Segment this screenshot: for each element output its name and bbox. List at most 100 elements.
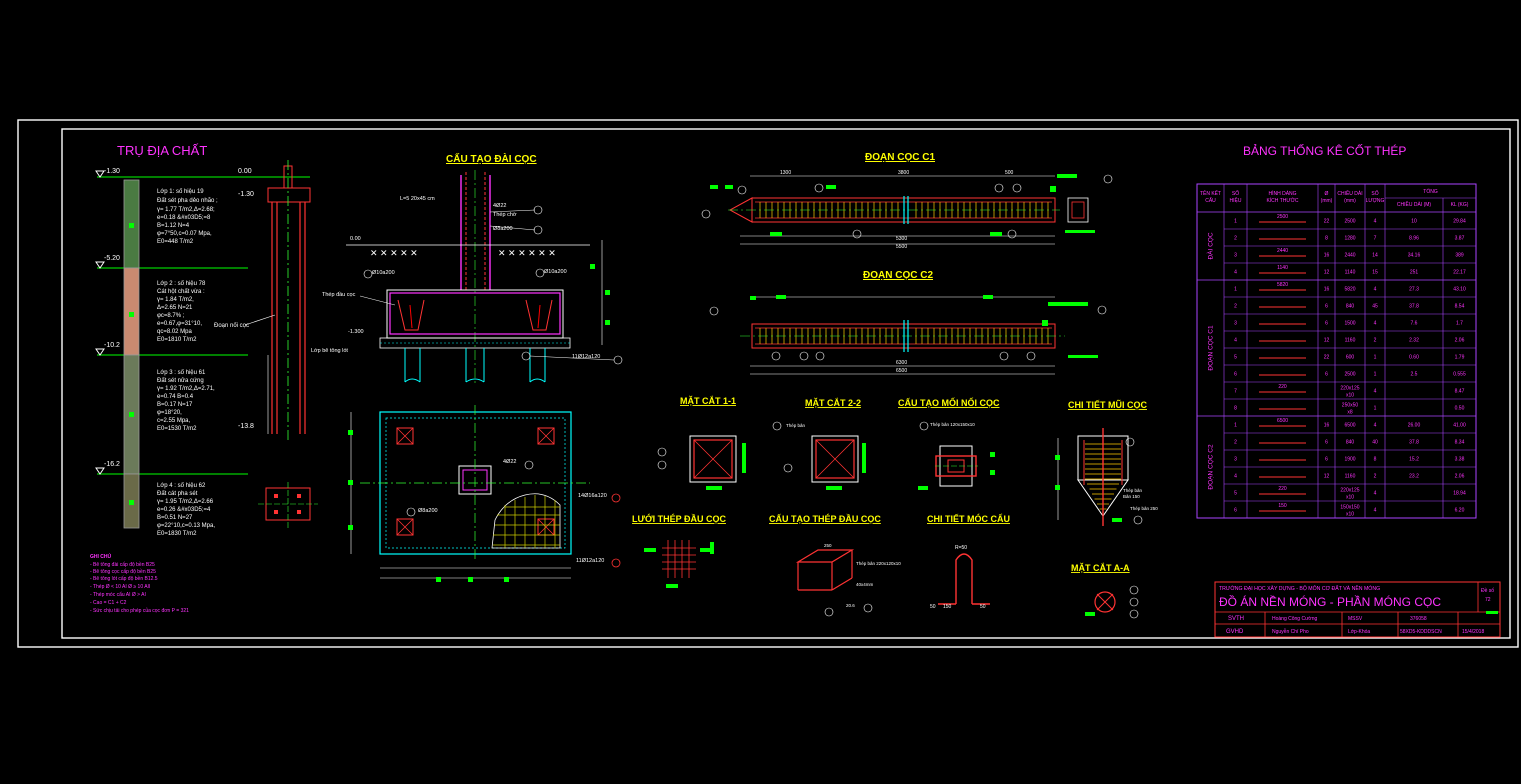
hook-title: CHI TIẾT MÓC CẨU [927, 513, 1010, 524]
note-6: - Sức chịu tải cho phép của cọc đơn P = … [90, 607, 189, 614]
layer1-l4: B=1.12 N=4 [157, 223, 190, 229]
td-dia: 8 [1325, 236, 1328, 242]
td-shape: 2500 [1277, 214, 1288, 220]
td-no: 4 [1234, 474, 1237, 480]
td-tlen: 37.8 [1409, 304, 1419, 310]
td-len: 1280 [1344, 236, 1355, 242]
hook-c: 50 [980, 604, 986, 610]
layer4-l2: γ= 1.95 T/m2,Δ=2.66 [157, 499, 214, 505]
hook-r: R=50 [955, 545, 967, 551]
td-kg: 41.00 [1453, 423, 1466, 429]
tb-sheet-label: Đề số [1481, 588, 1494, 594]
layer1-l6: E0=448 T/m2 [157, 239, 194, 245]
layer3-l5: φ=18°20, [157, 410, 182, 416]
elev-3: -10.2 [104, 342, 120, 349]
layer2-l1: Cát hột chất vừa : [157, 289, 205, 295]
elev-1: -1.30 [104, 168, 120, 175]
td-tlen: 27.3 [1409, 287, 1419, 293]
td-no: 2 [1234, 304, 1237, 310]
note-2: - Bê tông lót cấp độ bền B12.5 [90, 576, 158, 582]
td-len: 2440 [1344, 253, 1355, 259]
head-val: 40x4mm [856, 582, 874, 587]
hook-b: 150 [943, 604, 952, 610]
c2-dim-total: 6500 [896, 368, 907, 374]
svg-text:✕ ✕ ✕ ✕ ✕ ✕: ✕ ✕ ✕ ✕ ✕ ✕ [498, 248, 556, 258]
td-qty: 4 [1374, 389, 1377, 395]
c1-dim-total: 5500 [896, 244, 907, 250]
td-dia: 6 [1325, 457, 1328, 463]
section-11-title: MẶT CẮT 1-1 [680, 396, 736, 406]
layer2-l2: γ= 1.84 T/m2, [157, 297, 194, 303]
note-4: - Thép móc cẩu AI Ø > AI [90, 591, 146, 598]
pile-cap-title: CẤU TẠO ĐÀI CỌC [446, 152, 537, 165]
td-tlen: 15.2 [1409, 457, 1419, 463]
td-tlen: 26.00 [1408, 423, 1421, 429]
td-tlen: 0.60 [1409, 355, 1419, 361]
elev-0: 0.00 [238, 168, 252, 175]
elev-4: -13.8 [238, 423, 254, 430]
td-qty: 4 [1374, 423, 1377, 429]
section-22-title: MẶT CẮT 2-2 [805, 398, 861, 408]
td-dia: 16 [1324, 423, 1330, 429]
tb-date: 15/4/2018 [1462, 629, 1484, 635]
td-dia: 12 [1324, 338, 1330, 344]
td-dia: 6 [1325, 321, 1328, 327]
head-w: 250 [824, 543, 832, 548]
td-no: 5 [1234, 355, 1237, 361]
td-qty: 4 [1374, 491, 1377, 497]
layer1-l0: Lớp 1: số hiệu 19 [157, 189, 204, 195]
cap-lean: Lớp bê tông lót [311, 348, 348, 354]
td-qty: 40 [1372, 440, 1378, 446]
td-qty: 45 [1372, 304, 1378, 310]
sec22-label: Thép bản [786, 423, 806, 428]
th-shape: HÌNH DÁNG [1268, 190, 1296, 197]
td-no: 2 [1234, 236, 1237, 242]
c1-dim-sub: 5300 [896, 236, 907, 242]
inner-frame [61, 128, 1511, 639]
layer3-l6: c=2.55 Mpa, [157, 418, 191, 424]
td-len: 840 [1346, 304, 1355, 310]
td-group: ĐÀI CỌC [1206, 232, 1215, 259]
td-kg: 1.79 [1455, 355, 1465, 361]
th-weight: KL (KG) [1451, 202, 1469, 208]
layer1-l5: φ=7°50,c=0.07 Mpa, [157, 231, 212, 237]
td-qty: 4 [1374, 287, 1377, 293]
td-tlen: 2.32 [1409, 338, 1419, 344]
cap-steel-plate: Thép chờ [493, 212, 517, 218]
td-qty: 1 [1374, 355, 1377, 361]
layer1-l1: Đất sét pha dẻo nhão ; [157, 198, 218, 204]
td-len: 1500 [1344, 321, 1355, 327]
plan-mesh1: 14Ø16a120 [578, 493, 607, 499]
td-shape: 1140 [1277, 265, 1288, 271]
layer1-l2: γ= 1.77 T/m2,Δ=2.68; [157, 207, 215, 213]
th-qty: SỐ [1371, 190, 1378, 197]
th-element: TÊN KẾT [1200, 189, 1221, 197]
section-11: MẶT CẮT 1-1 [657, 396, 746, 490]
pile-c1-title: ĐOẠN CỌC C1 [865, 152, 935, 163]
td-dia: 16 [1324, 253, 1330, 259]
td-no: 8 [1234, 406, 1237, 412]
layer4-l4: B=0.51 N=27 [157, 515, 193, 521]
steel-table-title: BẢNG THỐNG KÊ CỐT THÉP [1243, 143, 1406, 158]
layer3-l3: e=0.74 B=0.4 [157, 394, 194, 400]
layer4-l6: E0=1830 T/m2 [157, 531, 197, 537]
c2-dim-sub: 6300 [896, 360, 907, 366]
td-kg: 2.06 [1455, 474, 1465, 480]
td-dia: 12 [1324, 270, 1330, 276]
layer1-l3: e=0.18 &#x03D5;=8 [157, 215, 211, 221]
td-tlen: 23.2 [1409, 474, 1419, 480]
td-no: 4 [1234, 270, 1237, 276]
tb-project: ĐỒ ÁN NỀN MÓNG - PHẦN MÓNG CỌC [1219, 594, 1441, 609]
head-note: Thép bản 220x120x10 [856, 561, 901, 566]
th-qty-2: LƯỢNG [1366, 198, 1385, 204]
td-kg: 43.10 [1453, 287, 1466, 293]
section-aa: MẶT CẮT A-A [1071, 563, 1139, 619]
plan-mesh2: 11Ø12a120 [576, 558, 604, 564]
joint-title: CẤU TẠO MỐI NỐI CỌC [898, 397, 1000, 408]
td-kg: 22.17 [1453, 270, 1466, 276]
tb-svth-label: SVTH [1228, 616, 1244, 622]
td-len: 600 [1346, 355, 1355, 361]
td-kg: 3.38 [1455, 457, 1465, 463]
layer3-l7: E0=1530 T/m2 [157, 426, 197, 432]
